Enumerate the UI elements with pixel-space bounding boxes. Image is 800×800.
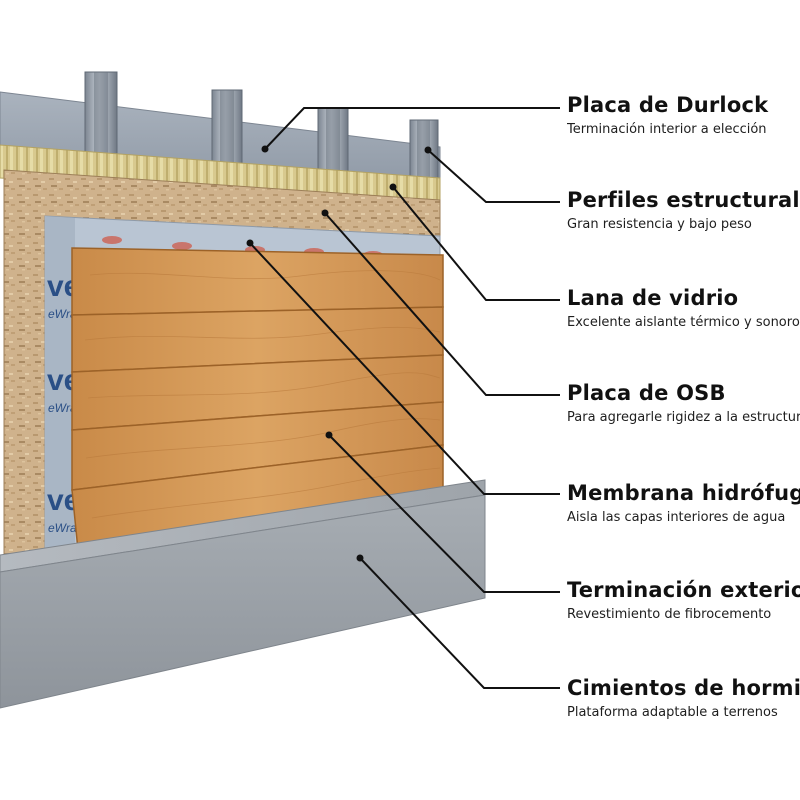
leader-line <box>264 107 560 150</box>
layer-description: Excelente aislante térmico y sonoro <box>567 315 800 330</box>
layer-description: Terminación interior a elección <box>567 122 767 137</box>
leader-line <box>328 434 560 593</box>
layer-title: Placa de OSB <box>567 381 726 405</box>
leader-line <box>249 242 560 495</box>
layer-title: Placa de Durlock <box>567 93 769 117</box>
siding-plank <box>71 247 444 316</box>
layer-description: Para agregarle rigidez a la estructura <box>567 410 800 425</box>
layer-label-glass-wool: Lana de vidrio Excelente aislante térmic… <box>567 285 800 332</box>
layer-label-membrane: Membrana hidrófuga Aisla las capas inter… <box>567 480 800 527</box>
layer-title: Lana de vidrio <box>567 286 739 310</box>
leader-lines <box>246 107 560 689</box>
layer-description: Aisla las capas interiores de agua <box>567 510 786 525</box>
leader-line <box>359 557 560 689</box>
layer-title: Perfiles estructurales <box>567 188 800 212</box>
layer-title: Cimientos de hormigón <box>567 676 800 700</box>
layer-label-osb: Placa de OSB Para agregarle rigidez a la… <box>567 380 800 427</box>
layer-title: Membrana hidrófuga <box>567 481 800 505</box>
leader-line <box>324 212 560 396</box>
layer-description: Gran resistencia y bajo peso <box>567 217 752 232</box>
layer-title: Terminación exterior <box>567 578 800 602</box>
leader-line <box>392 186 560 301</box>
layer-label-foundation: Cimientos de hormigón Plataforma adaptab… <box>567 675 800 722</box>
layer-label-durlock: Placa de Durlock Terminación interior a … <box>567 92 800 139</box>
steel-stud <box>84 71 118 168</box>
layer-label-exterior-finish: Terminación exterior Revestimiento de fi… <box>567 577 800 624</box>
leader-line <box>427 149 560 203</box>
layer-description: Plataforma adaptable a terrenos <box>567 705 778 720</box>
layer-label-steel-studs: Perfiles estructurales Gran resistencia … <box>567 187 800 234</box>
layer-description: Revestimiento de fibrocemento <box>567 607 772 622</box>
